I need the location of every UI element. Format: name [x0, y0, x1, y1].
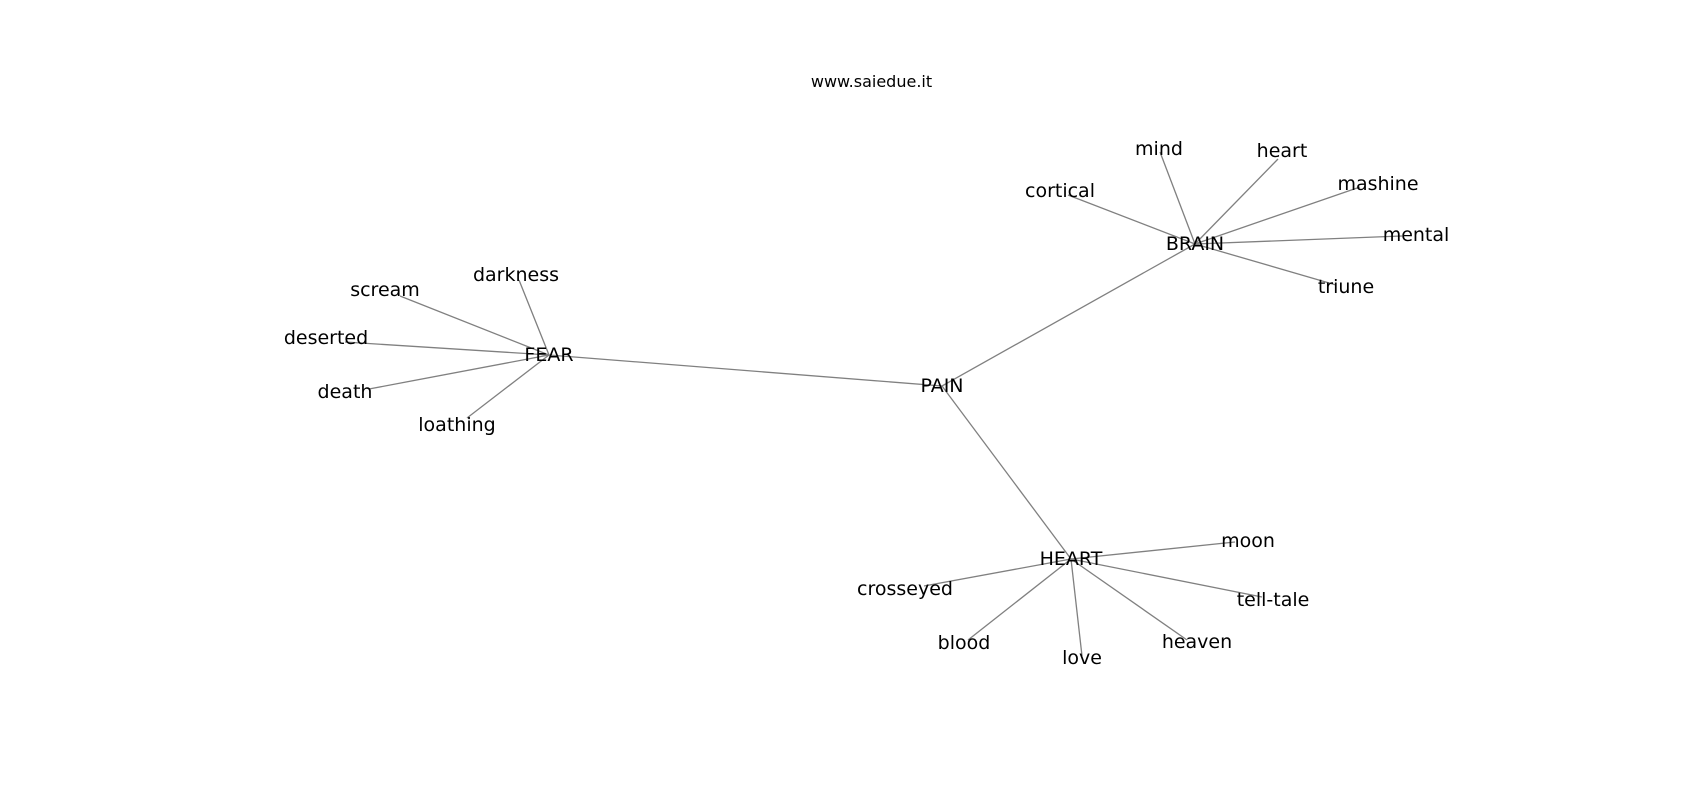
node-label-pain: PAIN — [920, 375, 963, 397]
edge-heart-love — [1070, 558, 1083, 657]
node-label-deserted: deserted — [284, 327, 368, 349]
node-label-scream: scream — [350, 279, 420, 301]
node-label-crosseyed: crosseyed — [857, 578, 953, 600]
node-label-mashine: mashine — [1337, 173, 1418, 195]
edge-brain-triune — [1194, 243, 1337, 286]
node-label-triune: triune — [1318, 276, 1374, 298]
node-label-death: death — [318, 381, 373, 403]
node-label-moon: moon — [1221, 530, 1275, 552]
node-label-heart: HEART — [1040, 548, 1103, 570]
node-label-layer: PAIN FEAR BRAIN HEART darkness scream deserted… — [284, 138, 1449, 669]
node-label-tell-tale: tell-tale — [1237, 589, 1310, 611]
edge-layer — [344, 151, 1403, 657]
edge-heart-moon — [1070, 541, 1236, 560]
edge-heart-crosseyed — [923, 558, 1072, 587]
node-label-mind: mind — [1135, 138, 1183, 160]
node-label-cortical: cortical — [1025, 180, 1095, 202]
node-label-darkness: darkness — [473, 264, 559, 286]
site-title: www.saiedue.it — [810, 72, 933, 91]
edge-fear-death — [368, 354, 550, 390]
node-label-mental: mental — [1383, 224, 1450, 246]
node-label-fear: FEAR — [524, 344, 573, 366]
edge-pain-heart — [941, 385, 1072, 560]
edge-brain-mashine — [1194, 186, 1361, 245]
edge-pain-fear — [548, 354, 943, 387]
edge-fear-deserted — [344, 341, 550, 356]
edge-heart-blood — [967, 558, 1072, 641]
node-label-loathing: loathing — [418, 414, 495, 436]
edge-fear-loathing — [466, 354, 550, 419]
edge-heart-tell-tale — [1070, 558, 1263, 598]
edge-brain-heart — [1194, 158, 1279, 245]
edge-fear-darkness — [518, 279, 550, 356]
edge-heart-heaven — [1070, 558, 1188, 641]
edge-fear-scream — [399, 295, 550, 356]
edge-brain-cortical — [1067, 194, 1196, 245]
edge-brain-mental — [1194, 235, 1403, 245]
edge-brain-mind — [1159, 151, 1196, 245]
node-label-brain: BRAIN — [1166, 233, 1224, 255]
edge-pain-brain — [941, 243, 1196, 387]
node-label-love: love — [1062, 647, 1102, 669]
node-label-heaven: heaven — [1162, 631, 1232, 653]
node-label-blood: blood — [938, 632, 991, 654]
node-label-heart: heart — [1257, 140, 1308, 162]
